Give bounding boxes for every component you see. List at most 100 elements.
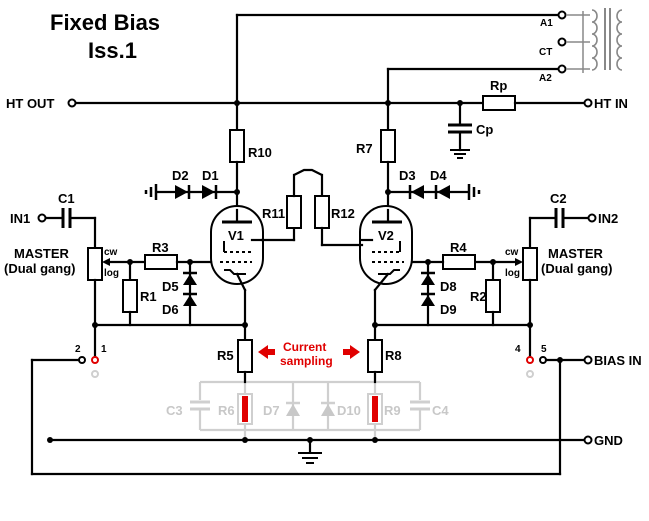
in1-terminal[interactable]	[37, 213, 47, 223]
gnd-label: GND	[594, 433, 623, 448]
master-left-label: MASTER	[14, 246, 70, 261]
wiper-left-icon	[102, 258, 110, 266]
current-sampling-line1: Current	[283, 340, 326, 354]
d2-label: D2	[172, 168, 189, 183]
r5-resistor	[237, 339, 253, 373]
r8-label: R8	[385, 348, 402, 363]
title-line1: Fixed Bias	[50, 10, 160, 35]
r12-label: R12	[331, 206, 355, 221]
v2-tube	[359, 205, 413, 285]
bias-in-terminal[interactable]	[583, 355, 593, 365]
v1-label: V1	[228, 228, 244, 243]
pin-5-label: 5	[541, 344, 547, 355]
d6-diode-icon	[183, 295, 197, 306]
c2-label: C2	[550, 191, 567, 206]
d3-label: D3	[399, 168, 416, 183]
d6-label: D6	[162, 302, 179, 317]
current-sampling-line2: sampling	[280, 354, 333, 368]
d8-diode-icon	[421, 274, 435, 285]
c4-label: C4	[432, 403, 449, 418]
in2-terminal[interactable]	[587, 213, 597, 223]
d2-diode-icon	[175, 185, 188, 199]
title-line2: Iss.1	[88, 38, 137, 63]
v1-tube	[210, 205, 264, 285]
d7-label: D7	[263, 403, 280, 418]
v2-label: V2	[378, 228, 394, 243]
rp-label: Rp	[490, 78, 507, 93]
master-pot-right[interactable]	[522, 247, 538, 281]
wiper-right-icon	[515, 258, 523, 266]
cp-label: Cp	[476, 122, 493, 137]
log-left: log	[104, 268, 119, 279]
d5-label: D5	[162, 279, 179, 294]
r11-label: R11	[262, 206, 285, 221]
in2-label: IN2	[598, 211, 618, 226]
ht-out-label: HT OUT	[6, 96, 54, 111]
d1-diode-icon	[202, 185, 215, 199]
c1-label: C1	[58, 191, 75, 206]
d10-label: D10	[337, 403, 361, 418]
switch-pin-1[interactable]	[91, 356, 99, 364]
r10-label: R10	[248, 145, 272, 160]
r3-resistor	[144, 254, 178, 270]
a1-terminal	[557, 10, 567, 20]
r8-resistor	[367, 339, 383, 373]
pin-2-label: 2	[75, 344, 81, 355]
ct-terminal	[557, 37, 567, 47]
r4-resistor	[442, 254, 476, 270]
a2-label: A2	[539, 73, 552, 84]
ct-label: CT	[539, 47, 552, 58]
arrow-right-icon	[350, 345, 360, 359]
optional-components	[190, 372, 430, 440]
d9-label: D9	[440, 302, 457, 317]
r1-resistor	[122, 279, 138, 313]
r2-resistor	[485, 279, 501, 313]
c3-label: C3	[166, 403, 183, 418]
r7-resistor	[380, 129, 396, 163]
master-right-sub: (Dual gang)	[541, 261, 613, 276]
cw-left: cw	[104, 247, 118, 258]
log-right: log	[505, 268, 520, 279]
primary-coil-icon	[616, 9, 623, 71]
d4-label: D4	[430, 168, 447, 183]
master-pot-left[interactable]	[87, 247, 103, 281]
d9-diode-icon	[421, 295, 435, 306]
cp-capacitor	[448, 101, 472, 159]
ht-out-terminal[interactable]	[67, 98, 77, 108]
r1-label: R1	[140, 289, 157, 304]
master-left-sub: (Dual gang)	[4, 261, 76, 276]
cw-right: cw	[505, 247, 519, 258]
transformer: A1 CT A2	[235, 8, 623, 105]
pin-4-label: 4	[515, 344, 521, 355]
ht-in-terminal[interactable]	[583, 98, 593, 108]
pin-1-label: 1	[101, 344, 107, 355]
in1-label: IN1	[10, 211, 30, 226]
r2-label: R2	[470, 289, 487, 304]
d4-diode-icon	[437, 185, 450, 199]
a1-label: A1	[540, 18, 553, 29]
d1-label: D1	[202, 168, 219, 183]
ht-in-label: HT IN	[594, 96, 628, 111]
r5-label: R5	[217, 348, 234, 363]
r12-resistor	[314, 195, 330, 229]
switch-pin-4[interactable]	[526, 356, 534, 364]
d5-diode-icon	[183, 274, 197, 285]
d3-diode-icon	[411, 185, 424, 199]
gnd-terminal[interactable]	[583, 435, 593, 445]
arrow-left-icon	[258, 345, 268, 359]
bias-in-label: BIAS IN	[594, 353, 642, 368]
switch-pin-2[interactable]	[78, 356, 86, 364]
rp-resistor	[482, 95, 516, 111]
d8-label: D8	[440, 279, 457, 294]
r9-label: R9	[384, 403, 401, 418]
r3-label: R3	[152, 240, 169, 255]
r4-label: R4	[450, 240, 467, 255]
master-right-label: MASTER	[548, 246, 604, 261]
r10-resistor	[229, 129, 245, 163]
r11-resistor	[286, 195, 302, 229]
r6-label: R6	[218, 403, 235, 418]
secondary-coil-icon	[591, 9, 598, 71]
a2-terminal	[557, 64, 567, 74]
